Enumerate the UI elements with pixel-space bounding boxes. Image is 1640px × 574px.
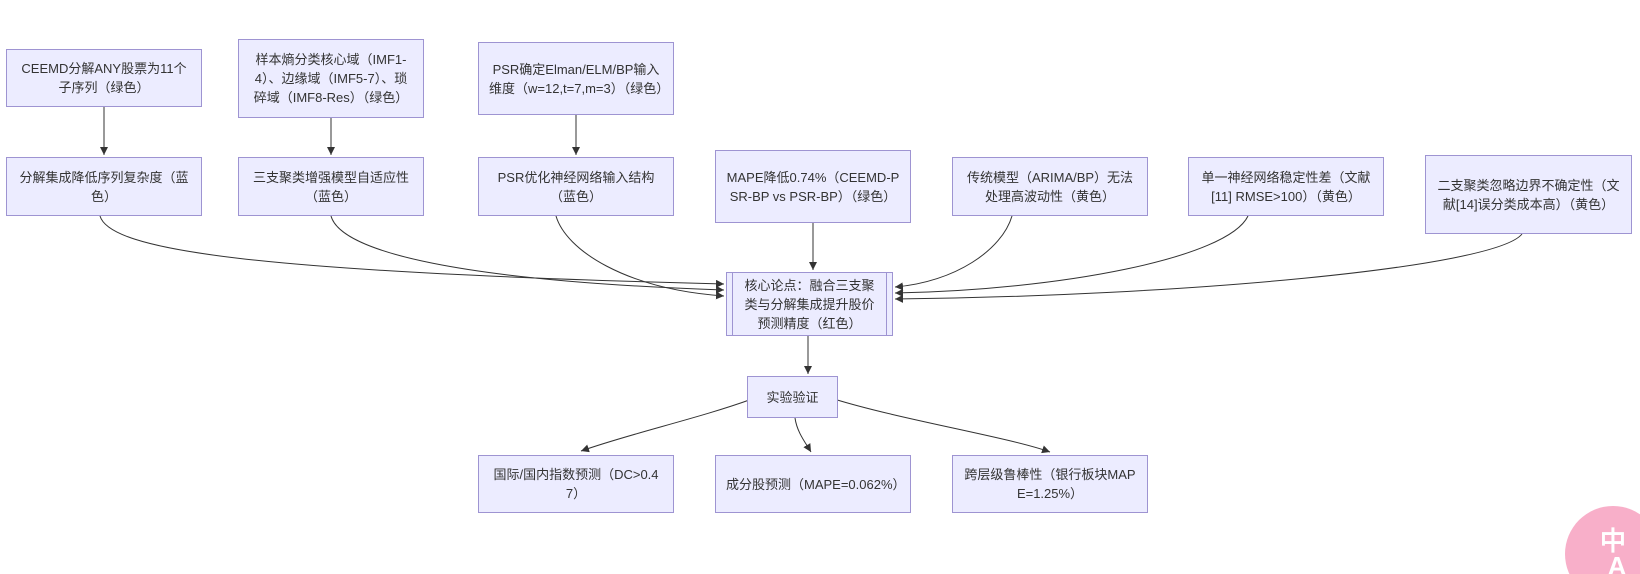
edge-twoway-core [894, 233, 1523, 303]
edge-psropt-core [555, 215, 725, 300]
node-robustness: 跨层级鲁棒性（银行板块MAPE=1.25%） [952, 455, 1148, 513]
subroutine-right-bar [886, 273, 887, 335]
node-traditional: 传统模型（ARIMA/BP）无法处理高波动性（黄色） [952, 157, 1148, 216]
translate-float-button[interactable]: 中 A [1565, 506, 1640, 574]
edge-decomp-core [99, 215, 725, 288]
node-stock-pred: 成分股预测（MAPE=0.062%） [715, 455, 911, 513]
node-three-way: 三支聚类增强模型自适应性（蓝色） [238, 157, 424, 216]
node-psr-opt: PSR优化神经网络输入结构（蓝色） [478, 157, 674, 216]
edge-singlenn-core [894, 215, 1249, 297]
subroutine-left-bar [732, 273, 733, 335]
node-core-thesis: 核心论点：融合三支聚类与分解集成提升股价预测精度（红色） [726, 272, 893, 336]
node-core-thesis-label: 核心论点：融合三支聚类与分解集成提升股价预测精度（红色） [744, 277, 875, 331]
translate-glyph-zhong: 中 [1599, 526, 1626, 556]
translate-glyph-a: A [1607, 551, 1627, 574]
edge-threeway-core [330, 215, 725, 294]
edge-experiment-index [580, 398, 753, 453]
node-decomp: 分解集成降低序列复杂度（蓝色） [6, 157, 202, 216]
edge-experiment-robust [833, 398, 1051, 454]
node-two-way: 二支聚类忽略边界不确定性（文献[14]误分类成本高）（黄色） [1425, 155, 1632, 234]
node-single-nn: 单一神经网络稳定性差（文献[11] RMSE>100）（黄色） [1188, 157, 1384, 216]
node-mape: MAPE降低0.74%（CEEMD-PSR-BP vs PSR-BP）（绿色） [715, 150, 911, 223]
node-experiment: 实验验证 [747, 376, 838, 418]
edge-traditional-core [894, 215, 1013, 291]
node-ceemd: CEEMD分解ANY股票为11个子序列（绿色） [6, 49, 202, 107]
node-index-pred: 国际/国内指数预测（DC>0.47） [478, 455, 674, 513]
node-entropy: 样本熵分类核心域（IMF1-4）、边缘域（IMF5-7）、琐碎域（IMF8-Re… [238, 39, 424, 118]
node-psr-dim: PSR确定Elman/ELM/BP输入维度（w=12,t=7,m=3）（绿色） [478, 42, 674, 115]
edge-experiment-stock [794, 417, 812, 453]
